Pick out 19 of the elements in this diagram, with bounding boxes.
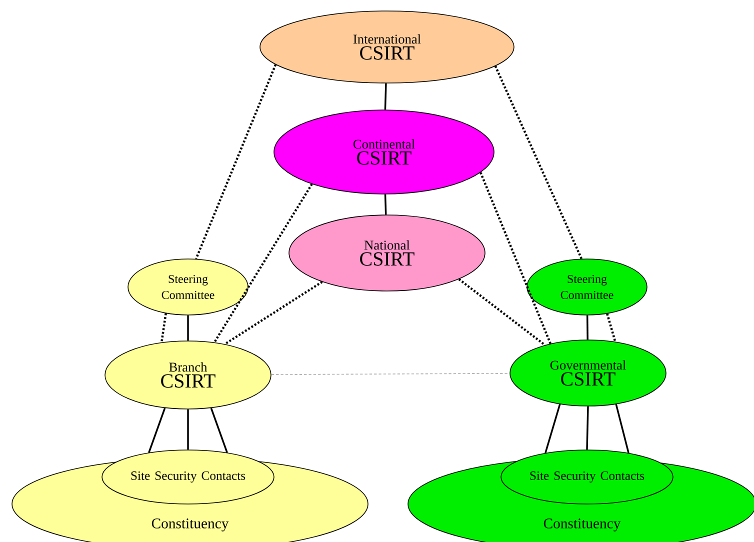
connector xyxy=(544,404,561,454)
connector xyxy=(271,372,510,375)
connector xyxy=(195,64,277,260)
connector xyxy=(224,280,323,346)
connector xyxy=(494,66,583,260)
connector xyxy=(160,313,167,343)
connector xyxy=(187,409,189,450)
connector xyxy=(606,313,616,342)
connector xyxy=(458,278,546,346)
connector xyxy=(213,184,313,343)
connector xyxy=(384,194,387,215)
connector xyxy=(210,408,228,453)
connector xyxy=(480,172,552,344)
connector xyxy=(148,408,166,453)
connector xyxy=(384,83,387,110)
connector xyxy=(187,315,189,341)
connector xyxy=(615,404,630,454)
connector xyxy=(586,406,589,450)
connector xyxy=(586,315,588,340)
